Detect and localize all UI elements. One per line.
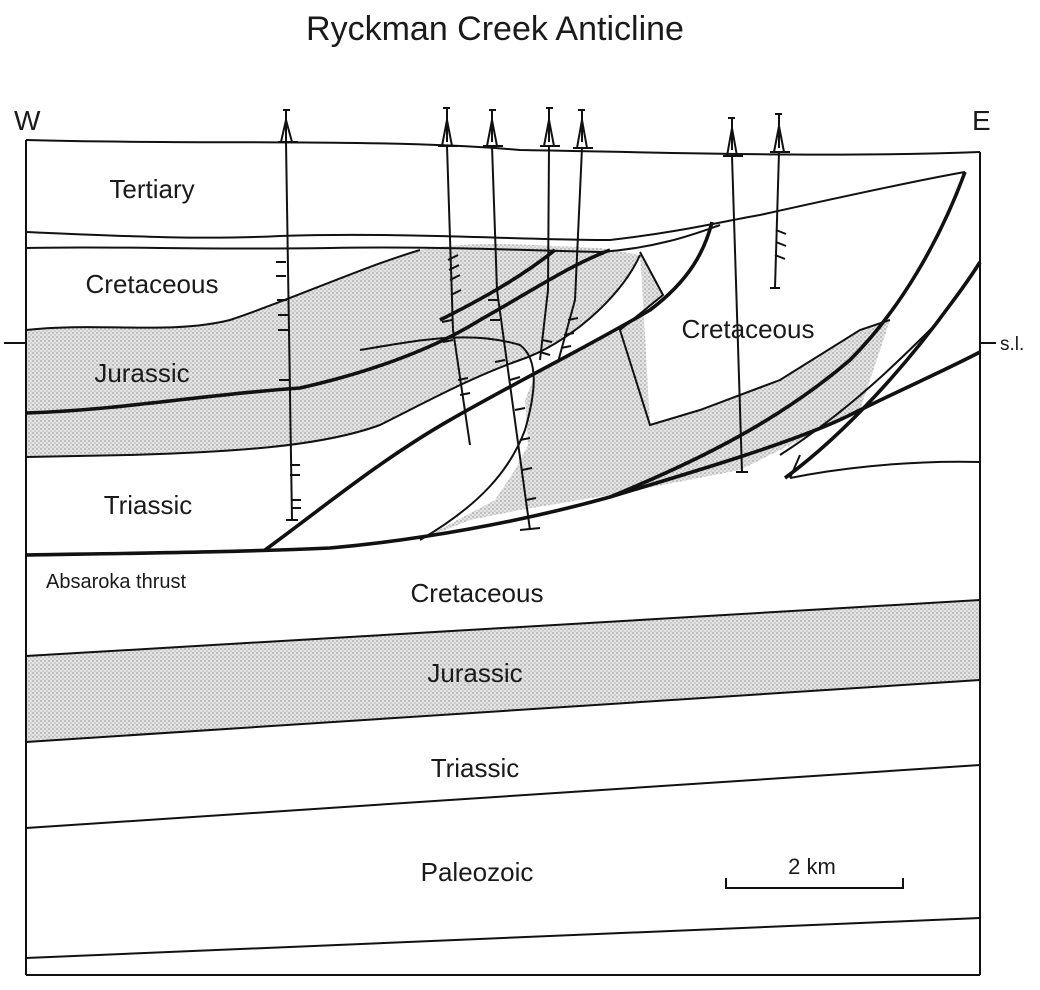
unit-label-triassic-lower: Triassic: [431, 753, 520, 783]
west-label: W: [14, 105, 41, 136]
unit-label-jurassic-upper: Jurassic: [94, 358, 189, 388]
unit-label-cretaceous-east: Cretaceous: [682, 314, 815, 344]
figure-title: Ryckman Creek Anticline: [306, 10, 684, 48]
paleozoic-contact-lower: [26, 918, 980, 958]
ground-surface: [26, 140, 980, 155]
unit-label-cretaceous-upper: Cretaceous: [86, 269, 219, 299]
unit-label-jurassic-lower: Jurassic: [427, 658, 522, 688]
unit-label-cretaceous-lower: Cretaceous: [411, 578, 544, 608]
well-7: [770, 114, 790, 288]
unit-label-paleozoic-lower: Paleozoic: [421, 857, 534, 887]
sea-level-label: s.l.: [1000, 334, 1024, 355]
scale-bar: 2 km: [726, 854, 903, 888]
east-label: E: [972, 105, 991, 136]
thrust-label: Absaroka thrust: [46, 571, 187, 593]
jurassic-base-east: [790, 462, 980, 478]
unit-label-tertiary: Tertiary: [109, 174, 194, 204]
scale-bar-label: 2 km: [788, 854, 836, 879]
unit-label-triassic-upper: Triassic: [104, 490, 193, 520]
